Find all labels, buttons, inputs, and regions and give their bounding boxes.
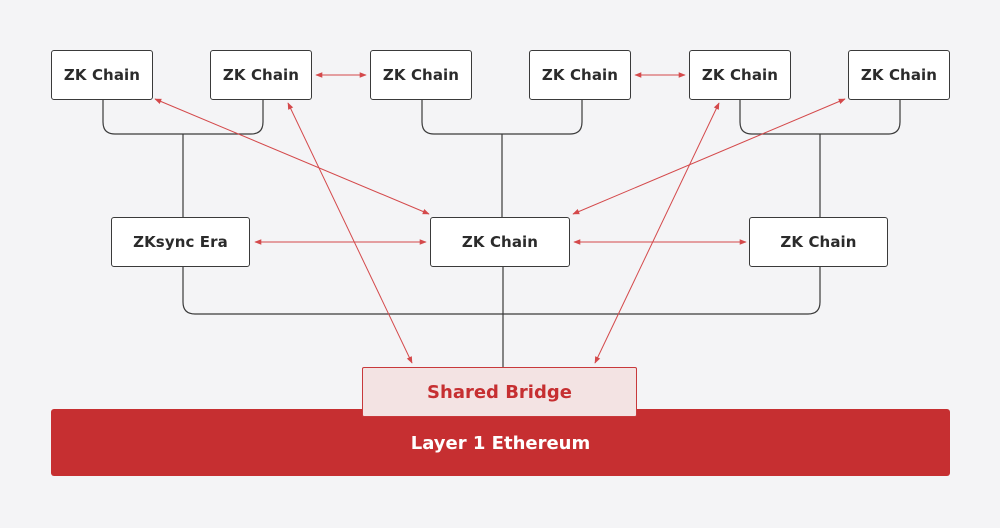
bracket-top-right (739, 100, 901, 135)
zk-chain-node: ZK Chain (689, 50, 791, 100)
bracket-top-middle (421, 100, 583, 135)
node-label: ZK Chain (701, 66, 779, 84)
shared-bridge-box: Shared Bridge (362, 367, 637, 417)
zk-chain-node: ZK Chain (749, 217, 888, 267)
node-label: ZK Chain (461, 233, 539, 251)
zk-chain-node: ZK Chain (529, 50, 631, 100)
zk-chain-node: ZK Chain (210, 50, 312, 100)
node-label: ZK Chain (382, 66, 460, 84)
node-label: ZKsync Era (133, 233, 228, 251)
shared-bridge-label: Shared Bridge (427, 381, 572, 403)
node-label: ZK Chain (780, 233, 857, 251)
node-label: ZK Chain (541, 66, 619, 84)
zk-chain-node: ZK Chain (370, 50, 472, 100)
arrow-top6-mid (572, 98, 846, 215)
arrow-top2-bridge (287, 102, 413, 364)
arrow-top1-mid (154, 98, 430, 215)
node-label: ZK Chain (222, 66, 300, 84)
layer1-label: Layer 1 Ethereum (410, 433, 591, 454)
zk-chain-node: ZK Chain (430, 217, 570, 267)
bracket-middle-row (182, 267, 821, 315)
arrow-top5-bridge (594, 102, 720, 364)
node-label: ZK Chain (860, 66, 938, 84)
bracket-top-left (102, 100, 264, 135)
zk-chain-node: ZK Chain (848, 50, 950, 100)
layer1-ethereum-bar: Layer 1 Ethereum (51, 409, 950, 476)
node-label: ZK Chain (63, 66, 141, 84)
zksync-era-node: ZKsync Era (111, 217, 250, 267)
zk-chain-node: ZK Chain (51, 50, 153, 100)
